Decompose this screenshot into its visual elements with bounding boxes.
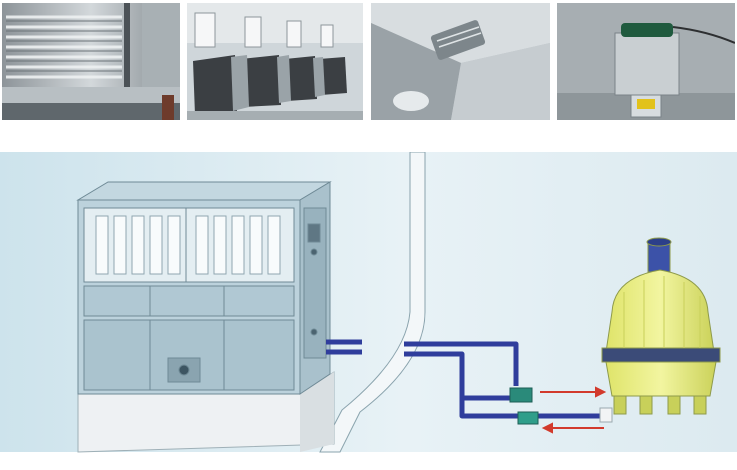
water-pipes	[326, 339, 612, 419]
photo-ice-chutes	[187, 3, 363, 120]
ice-machine	[76, 181, 332, 395]
photo-evaporator-plates	[2, 3, 180, 120]
photo-ice-bin-corner	[371, 3, 550, 120]
photo-water-tank-sensor	[557, 3, 735, 120]
ice-machine-cooling-tower-diagram	[0, 151, 737, 466]
cooling-tower	[601, 237, 721, 415]
flow-arrows	[540, 386, 607, 434]
